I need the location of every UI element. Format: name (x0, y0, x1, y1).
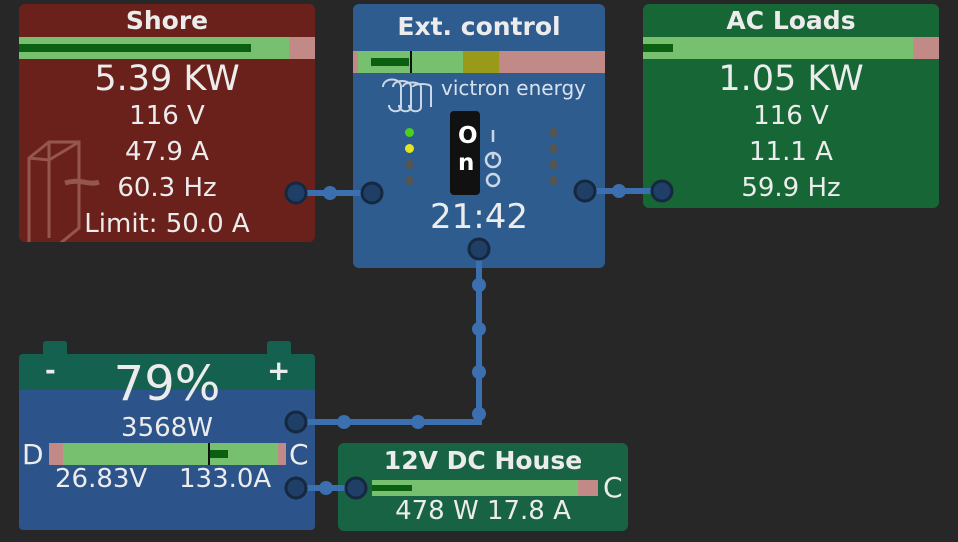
shore-power-bar-fill (19, 44, 251, 52)
battery-minus-label: - (45, 356, 56, 386)
ac-loads-power-bar-fill (643, 44, 673, 52)
inverter-panel[interactable]: Ext. control victron energy On (353, 4, 605, 268)
led-3 (405, 160, 414, 169)
shore-current: 47.9 A (125, 137, 209, 167)
inverter-status-leds-right (549, 128, 558, 185)
shore-out-port (284, 181, 308, 205)
shore-panel[interactable]: Shore 5.39 KW 116 V 47.9 A 60.3 Hz Limit… (19, 4, 315, 242)
ac-loads-power-bar (643, 37, 939, 59)
shore-power-bar (19, 37, 315, 59)
battery-plus-label: + (267, 354, 291, 387)
led-1 (405, 128, 414, 137)
dc-house-port (344, 476, 368, 500)
dc-house-panel[interactable]: 12V DC House C 478 W 17.8 A (338, 443, 628, 531)
inverter-clock: 21:42 (430, 197, 528, 237)
shore-title: Shore (125, 6, 209, 35)
ac-loads-title: AC Loads (726, 6, 856, 35)
led-4 (405, 176, 414, 185)
victron-logo-icon (382, 78, 432, 113)
dc-house-title: 12V DC House (383, 446, 583, 475)
ac-loads-in-port (650, 179, 674, 203)
ac-loads-frequency: 59.9 Hz (741, 173, 841, 203)
ac-loads-power: 1.05 KW (718, 59, 864, 99)
battery-dc-port (284, 476, 308, 500)
dc-house-values: 478 W 17.8 A (395, 496, 571, 526)
shore-voltage: 116 V (129, 101, 205, 131)
ac-loads-current: 11.1 A (749, 137, 833, 167)
battery-top-band (19, 354, 315, 390)
battery-port (284, 410, 308, 434)
victron-brand-text: victron energy (441, 76, 586, 100)
led-2 (405, 144, 414, 153)
battery-soc: 79% (113, 356, 221, 412)
mode-switch[interactable]: On (450, 111, 480, 195)
inverter-status-leds (405, 128, 414, 185)
shore-frequency: 60.3 Hz (117, 173, 217, 203)
inverter-out-port (573, 179, 597, 203)
dc-house-power-bar (372, 480, 598, 496)
battery-charge-label: C (289, 438, 309, 471)
inverter-bar (353, 51, 605, 73)
shore-input-limit[interactable]: Limit: 50.0 A (84, 209, 250, 239)
battery-terminal-minus (43, 341, 67, 355)
power-symbol-icon (484, 130, 502, 188)
inverter-in-port (360, 181, 384, 205)
ac-loads-voltage: 116 V (753, 101, 829, 131)
battery-voltage: 26.83V (55, 464, 148, 494)
battery-panel[interactable]: - + 79% 3568W D C 26.83V 133.0A (19, 354, 315, 530)
battery-current: 133.0A (179, 464, 272, 494)
battery-power: 3568W (121, 413, 213, 443)
shore-power: 5.39 KW (94, 59, 240, 99)
inverter-dc-port (467, 237, 491, 261)
dc-house-charge-label: C (603, 471, 623, 504)
battery-terminal-plus (267, 341, 291, 355)
battery-discharge-label: D (22, 438, 44, 471)
ac-loads-panel[interactable]: AC Loads 1.05 KW 116 V 11.1 A 59.9 Hz (643, 4, 939, 208)
battery-current-bar (49, 443, 286, 465)
inverter-title: Ext. control (397, 12, 561, 41)
shore-power-plug-icon (27, 140, 100, 242)
